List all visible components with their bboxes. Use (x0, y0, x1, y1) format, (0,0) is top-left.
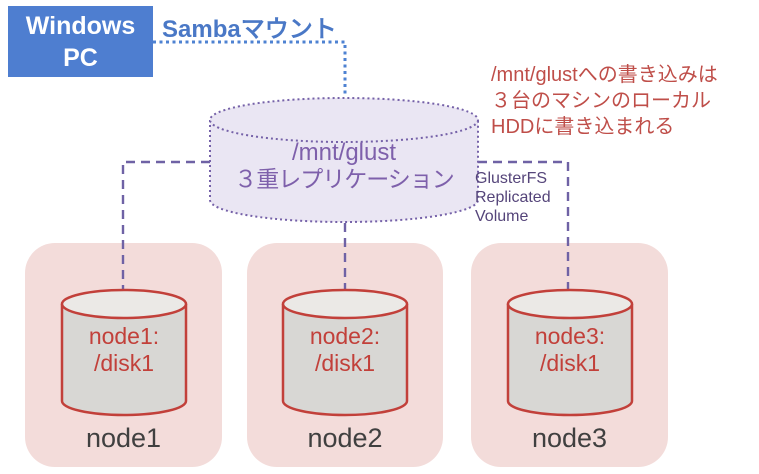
samba-mount-label: Sambaマウント (162, 16, 337, 43)
node1-disk-label-line2: /disk1 (93, 350, 155, 376)
node1-disk-label: node1: /disk1 (62, 323, 186, 377)
windows-pc-label-line2: PC (63, 44, 98, 72)
node3-disk-label-line1: node3: (534, 323, 606, 349)
volume-label: /mnt/glust ３重レプリケーション (210, 139, 478, 193)
annotation-line3: HDDに書き込まれる (491, 116, 675, 138)
volume-replication-label: ３重レプリケーション (234, 166, 455, 192)
write-behavior-annotation: /mnt/glustへの書き込みは ３台のマシンのローカル HDDに書き込まれる (491, 62, 718, 140)
volume-cylinder-top (209, 97, 479, 143)
glusterfs-caption-line2: Replicated (475, 189, 551, 206)
samba-connector-line (153, 40, 347, 97)
glusterfs-volume-caption: GlusterFS Replicated Volume (475, 169, 551, 226)
node2-disk-cylinder-top (281, 288, 409, 320)
volume-cylinder-body (209, 120, 479, 223)
node3-disk-label: node3: /disk1 (508, 323, 632, 377)
node2-disk-cylinder-body (281, 304, 409, 417)
node2-disk-label-line2: /disk1 (314, 350, 376, 376)
glusterfs-caption-line3: Volume (475, 208, 529, 225)
node1-disk-label-line1: node1: (88, 323, 160, 349)
replication-connector-right (478, 160, 570, 290)
node3-disk-label-line2: /disk1 (539, 350, 601, 376)
node2-disk-label: node2: /disk1 (283, 323, 407, 377)
annotation-line1: /mnt/glustへの書き込みは (491, 64, 718, 86)
node3-disk-cylinder-body (506, 304, 634, 417)
node1-disk-cylinder-body (60, 304, 188, 417)
annotation-line2: ３台のマシンのローカル (491, 90, 711, 112)
windows-pc-box: Windows PC (8, 6, 153, 77)
replication-connector-left (121, 160, 210, 291)
windows-pc-label-line1: Windows (25, 12, 136, 40)
volume-path-label: /mnt/glust (291, 139, 397, 166)
node3-name-label: node3 (531, 423, 608, 453)
node2-name-label: node2 (307, 423, 383, 453)
glusterfs-caption-line1: GlusterFS (475, 170, 548, 187)
node2-disk-label-line1: node2: (309, 323, 381, 349)
node1-name-label: node1 (85, 423, 162, 453)
node3-disk-cylinder-top (506, 288, 634, 320)
node1-disk-cylinder-top (60, 288, 188, 320)
